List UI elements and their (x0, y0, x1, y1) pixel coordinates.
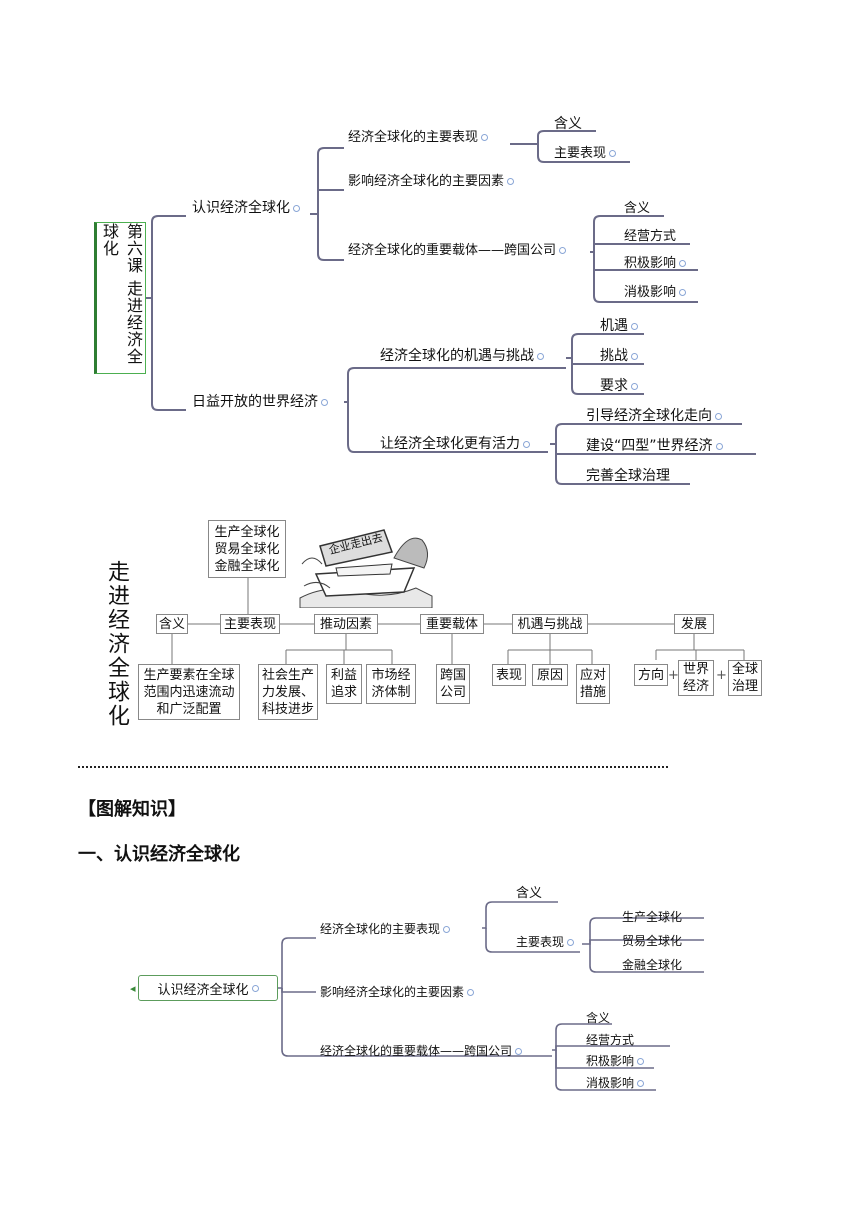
expand-icon (293, 204, 300, 212)
expand-icon (467, 989, 475, 996)
leaf-hanyi-2: 含义 (624, 201, 651, 216)
expand-icon (715, 442, 723, 450)
leaf-yaoqiu: 要求 (600, 378, 638, 394)
dotted-separator (78, 766, 668, 768)
box-zaiti: 重要载体 (420, 614, 484, 634)
map3-leaf-hanyi: 含义 (516, 886, 543, 901)
node-zaiti: 经济全球化的重要载体——跨国公司 (348, 243, 567, 259)
map2-side-title: 走进经济全球化 (104, 560, 129, 728)
map3-leaf-jinrong: 金融全球化 (622, 958, 683, 972)
ship-illustration: 企业走出去 (299, 529, 433, 608)
node-huoli: 让经济全球化更有活力 (380, 436, 530, 452)
expand-icon (251, 984, 259, 992)
box-opp-2: 原因 (532, 664, 568, 686)
map3-leaf-xiaoji: 消极影响 (586, 1075, 645, 1091)
box-fazhan: 发展 (674, 614, 714, 634)
expand-icon (523, 440, 530, 448)
leaf-hanyi: 含义 (554, 116, 582, 132)
node-biaoxian: 经济全球化的主要表现 (348, 130, 489, 146)
box-carrier: 跨国公司 (436, 664, 470, 704)
leaf-zhuyaobiaoxian: 主要表现 (554, 146, 617, 162)
box-factor-2: 利益追求 (326, 664, 362, 704)
plus-2: + (716, 668, 727, 683)
map3-leaf-shengchan: 生产全球化 (622, 910, 683, 924)
box-hanyi: 含义 (156, 614, 188, 634)
expand-icon (507, 178, 515, 185)
expand-icon (515, 1048, 523, 1055)
box-zhuyaobiaoxian: 主要表现 (220, 614, 280, 634)
leaf-xiaoji: 消极影响 (624, 285, 687, 301)
box-opp-1: 表现 (492, 664, 526, 686)
expand-icon (609, 150, 617, 157)
expand-icon (637, 1058, 645, 1065)
box-factor-3: 市场经济体制 (366, 664, 416, 704)
expand-icon (567, 939, 575, 946)
mindmap-root: 第六课 走进经济全球化 (94, 222, 146, 374)
map3-root: 认识经济全球化 (138, 975, 278, 1001)
expand-icon (631, 382, 638, 390)
leaf-tiaozhan: 挑战 (600, 348, 638, 364)
branch-renshi: 认识经济全球化 (192, 200, 300, 216)
expand-icon (679, 289, 687, 296)
box-three-globalizations: 生产全球化 贸易全球化 金融全球化 (208, 520, 286, 578)
box-tuidong: 推动因素 (314, 614, 378, 634)
leaf-jiyu: 机遇 (600, 318, 638, 334)
box-opp-3: 应对措施 (576, 664, 610, 704)
expand-icon (443, 926, 451, 933)
map3-node-zaiti: 经济全球化的重要载体——跨国公司 (320, 1043, 523, 1059)
expand-icon (481, 134, 489, 141)
root-label: 第六课 走进经济全球化 (100, 223, 143, 366)
box-dev-2: 世界经济 (678, 660, 714, 696)
plus-1: + (668, 668, 679, 683)
map3-node-biaoxian: 经济全球化的主要表现 (320, 921, 451, 937)
leaf-sixing: 建设“四型”世界经济 (586, 438, 723, 454)
box-dev-3: 全球治理 (728, 660, 762, 696)
expand-icon (679, 260, 687, 267)
section-heading: 一、认识经济全球化 (78, 844, 240, 865)
map3-leaf-jiji: 积极影响 (586, 1053, 645, 1069)
leaf-zhili: 完善全球治理 (586, 468, 670, 484)
expand-icon (559, 247, 567, 254)
collapse-icon: ◂ (130, 982, 136, 995)
map3-leaf-hanyi-2: 含义 (586, 1011, 611, 1025)
box-hanyi-detail: 生产要素在全球范围内迅速流动和广泛配置 (138, 664, 240, 720)
map3-leaf-maoyi: 贸易全球化 (622, 934, 683, 948)
node-yinsu: 影响经济全球化的主要因素 (348, 174, 515, 190)
section-bracket-title: 【图解知识】 (78, 799, 186, 820)
node-jiyu: 经济全球化的机遇与挑战 (380, 348, 544, 364)
branch-riyi: 日益开放的世界经济 (192, 394, 328, 410)
expand-icon (537, 352, 544, 360)
expand-icon (631, 322, 638, 330)
map3-leaf-jingying: 经营方式 (586, 1033, 635, 1047)
map3-leaf-zhuyaobiaoxian: 主要表现 (516, 934, 575, 950)
box-jiyu: 机遇与挑战 (512, 614, 588, 634)
leaf-jiji: 积极影响 (624, 256, 687, 272)
box-dev-1: 方向 (634, 664, 668, 686)
expand-icon (631, 352, 638, 360)
expand-icon (637, 1080, 645, 1087)
map3-node-yinsu: 影响经济全球化的主要因素 (320, 984, 475, 1000)
expand-icon (321, 398, 328, 406)
leaf-jingying: 经营方式 (624, 229, 677, 244)
leaf-yindao: 引导经济全球化走向 (586, 408, 722, 424)
box-factor-1: 社会生产力发展、科技进步 (258, 664, 318, 720)
expand-icon (715, 412, 722, 420)
